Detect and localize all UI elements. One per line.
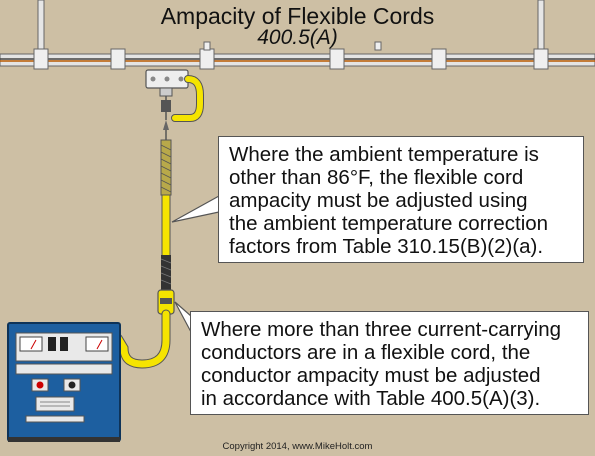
callout-ambient-temperature: Where the ambient temperature is other t…: [218, 136, 584, 263]
callout-2-pointer: [174, 301, 192, 333]
callout-1-pointer: [171, 194, 220, 223]
callout-1-line: the ambient temperature correction: [229, 212, 549, 235]
cable-tray: [0, 41, 595, 70]
callout-2-line: Where more than three current-carrying: [201, 318, 562, 341]
callout-2-line: conductor ampacity must be adjusted: [201, 364, 541, 387]
code-reference: 400.5(A): [257, 26, 338, 49]
mesh-grip-lower: [160, 255, 172, 290]
cord-grip: [161, 96, 171, 140]
mesh-grip-upper: [160, 139, 172, 196]
page-title: Ampacity of Flexible Cords: [160, 3, 435, 29]
callout-1-line: factors from Table 310.15(B)(2)(a).: [229, 235, 544, 258]
callout-current-carrying-conductors: Where more than three current-carrying c…: [190, 311, 589, 415]
callout-2-line: conductors are in a flexible cord, the: [201, 341, 531, 364]
callout-1-line: other than 86°F, the flexible cord: [229, 166, 524, 189]
callout-1-line: ampacity must be adjusted using: [229, 189, 528, 212]
callout-1-line: Where the ambient temperature is: [229, 143, 539, 166]
equipment-cabinet: [7, 322, 121, 442]
copyright-notice: Copyright 2014, www.MikeHolt.com: [222, 441, 373, 452]
junction-box: [145, 69, 189, 97]
callout-2-line: in accordance with Table 400.5(A)(3).: [201, 387, 541, 410]
